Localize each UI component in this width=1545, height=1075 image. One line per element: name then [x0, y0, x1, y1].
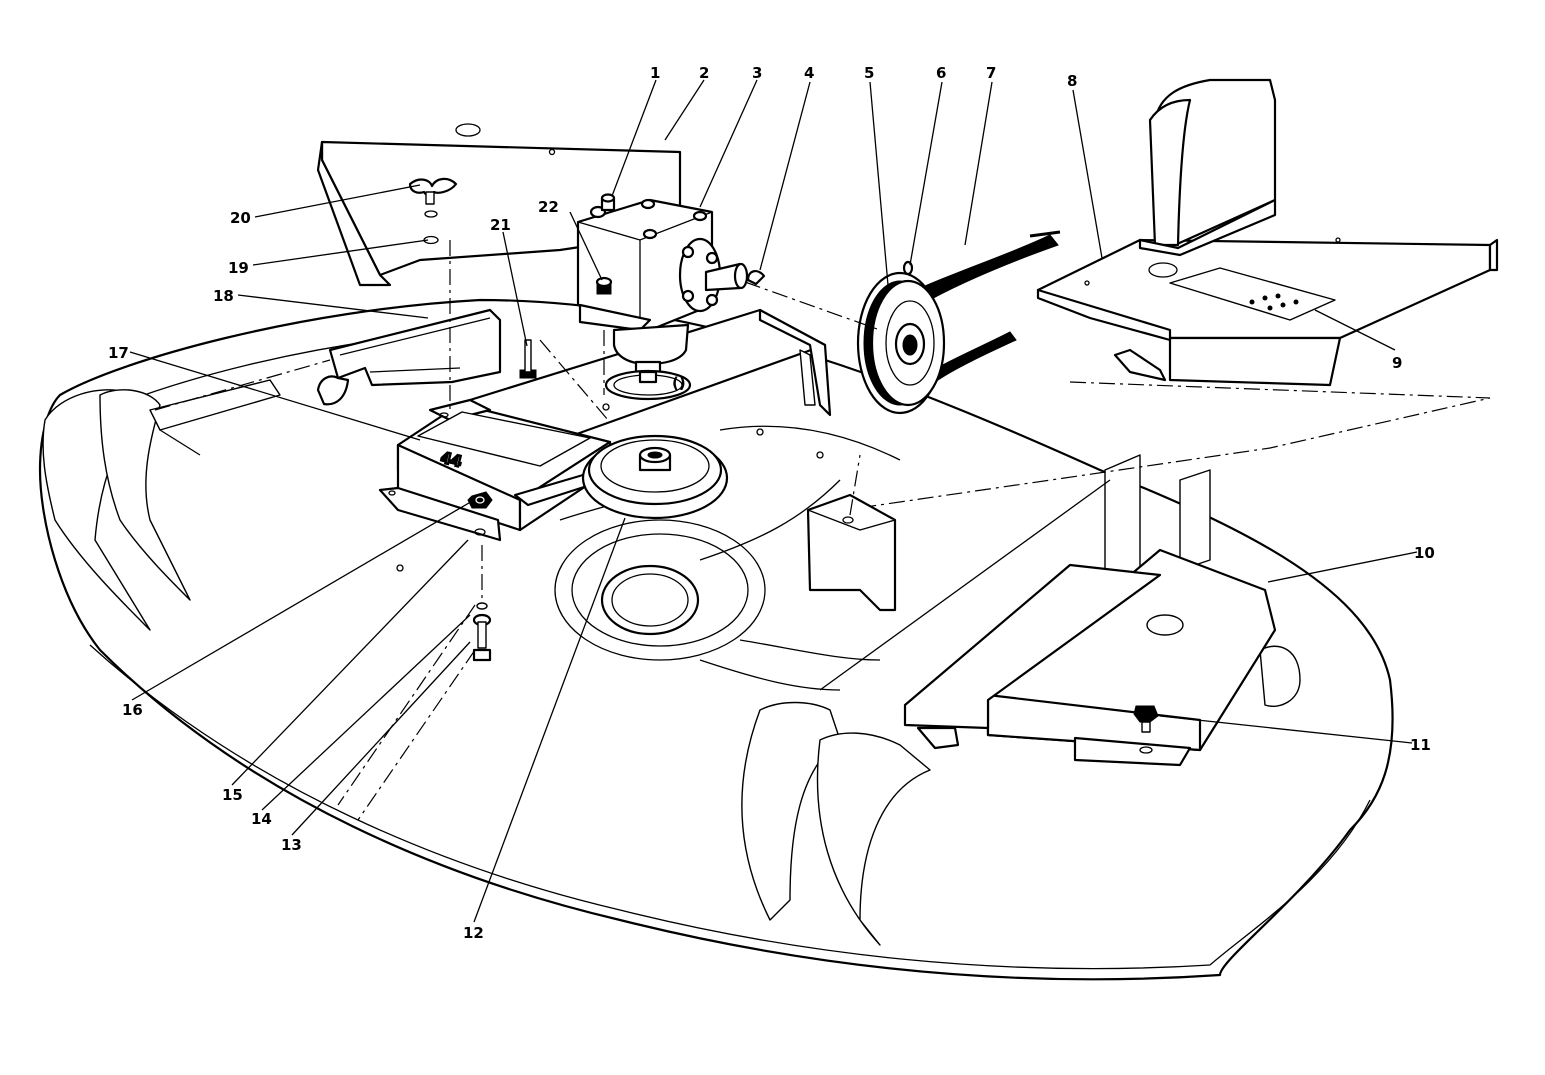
callout-5: 5	[864, 64, 874, 82]
callout-6: 6	[936, 64, 946, 82]
callout-14: 14	[251, 810, 272, 828]
callout-7: 7	[986, 64, 996, 82]
svg-text:(): ()	[672, 374, 686, 392]
callout-18: 18	[213, 287, 234, 305]
callout-19: 19	[228, 259, 249, 277]
callout-1: 1	[650, 64, 660, 82]
callout-2: 2	[699, 64, 709, 82]
callout-labels: 1 2 3 4 5 6 7 8 9 10 11 12 13 14 15 16 1…	[108, 64, 1435, 942]
discharge-shield	[806, 454, 1277, 767]
callout-8: 8	[1067, 72, 1077, 90]
callout-10: 10	[1414, 544, 1435, 562]
leader-lines	[129, 79, 1418, 923]
callout-15: 15	[222, 786, 243, 804]
callout-9: 9	[1392, 354, 1402, 372]
gearbox-assembly: ()	[468, 193, 832, 442]
callout-17: 17	[108, 344, 129, 362]
mower-deck-housing	[38, 298, 1394, 981]
belt-cover-right	[844, 78, 1499, 511]
callout-12: 12	[463, 924, 484, 942]
drive-pulley-and-belt	[744, 230, 1061, 415]
belt-guard	[149, 308, 502, 456]
callout-21: 21	[490, 216, 511, 234]
spindle-pulley	[581, 434, 729, 520]
callout-22: 22	[538, 198, 559, 216]
callout-3: 3	[752, 64, 762, 82]
callout-11: 11	[1410, 736, 1431, 754]
callout-13: 13	[281, 836, 302, 854]
callout-4: 4	[804, 64, 814, 82]
callout-16: 16	[122, 701, 143, 719]
callout-20: 20	[230, 209, 251, 227]
